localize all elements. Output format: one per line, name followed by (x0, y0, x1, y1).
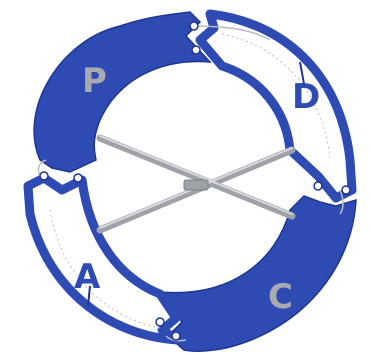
segment-do-shape (200, 14, 352, 198)
segment-plan-letter: P (82, 61, 107, 101)
rod-1 (100, 138, 292, 216)
rod-1-highlight (100, 136, 292, 214)
segment-check: C (160, 196, 356, 351)
segment-act-shape (28, 178, 178, 340)
segment-act-letter: A (74, 257, 101, 297)
segment-check-shape (160, 196, 356, 351)
pin-check-act-1 (172, 332, 180, 340)
segment-act: A (28, 178, 178, 340)
pin-do-check-2 (342, 186, 350, 194)
pin-plan-do-1 (190, 22, 198, 30)
pin-do-check-1 (314, 182, 322, 190)
pin-act-plan-2 (74, 174, 82, 182)
rods (100, 136, 292, 230)
segment-check-letter: C (268, 277, 293, 317)
pin-check-act-2 (156, 318, 164, 326)
pin-plan-do-2 (192, 46, 200, 54)
rod-hub (184, 180, 208, 190)
segment-do: D (200, 14, 352, 198)
pin-act-plan-1 (40, 172, 48, 180)
segment-do-letter: D (292, 77, 320, 117)
